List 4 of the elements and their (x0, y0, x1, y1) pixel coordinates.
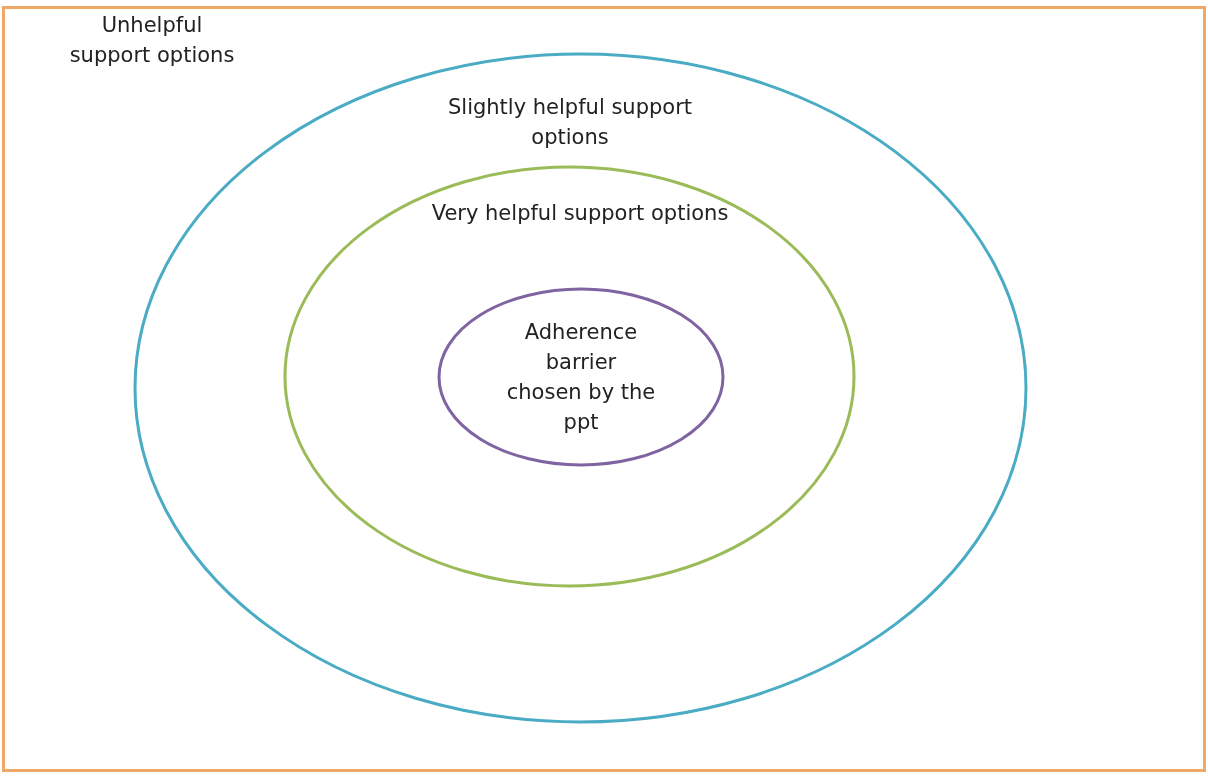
ring-label: Adherence barrier chosen by the ppt (506, 319, 656, 436)
frame-label: Unhelpful support options (68, 12, 236, 69)
ring-label: Very helpful support options (430, 200, 730, 227)
ring-label: Slightly helpful support options (446, 94, 693, 151)
